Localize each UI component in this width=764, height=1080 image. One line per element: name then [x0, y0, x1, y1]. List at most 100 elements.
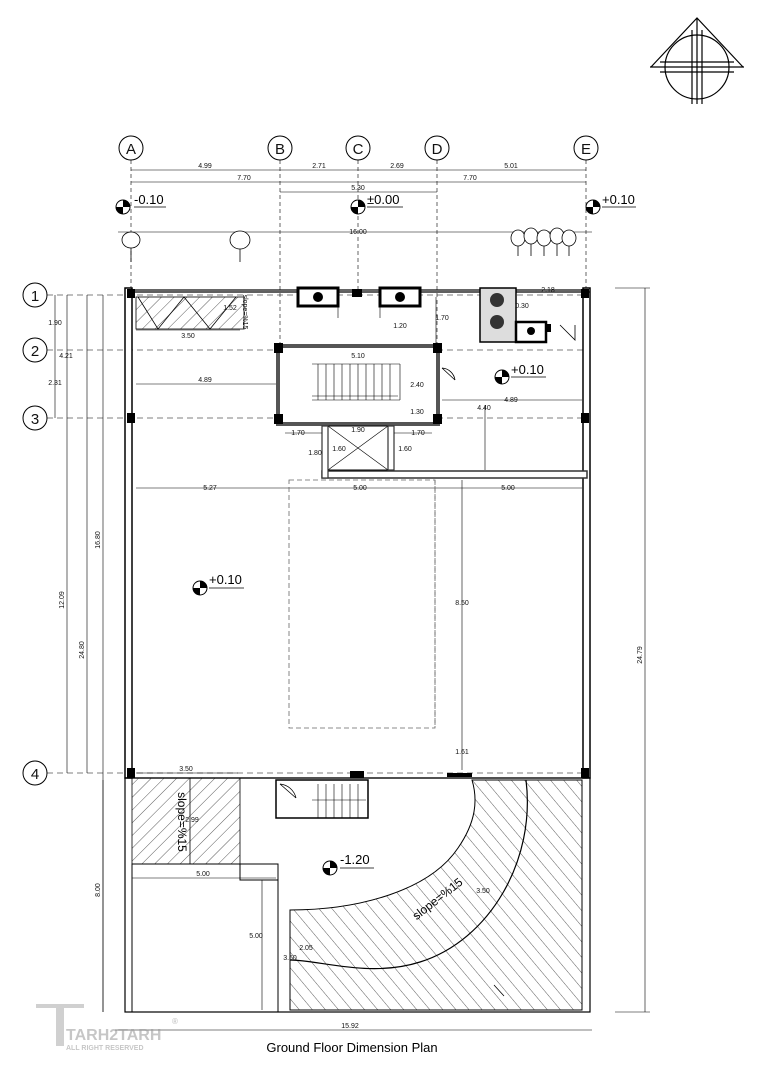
svg-text:1.80: 1.80	[308, 450, 322, 457]
svg-text:1.70: 1.70	[291, 430, 305, 437]
svg-text:4: 4	[31, 766, 39, 783]
svg-text:2.69: 2.69	[390, 163, 404, 170]
svg-text:®: ®	[172, 1017, 178, 1026]
grid-bubble-c: C	[345, 135, 371, 161]
svg-text:+0.10: +0.10	[602, 192, 635, 207]
svg-text:24.80: 24.80	[79, 641, 86, 659]
left-dimensions	[54, 295, 104, 1012]
svg-text:7.70: 7.70	[237, 175, 251, 182]
svg-text:A: A	[126, 141, 136, 158]
grid-bubble-a: A	[118, 135, 144, 161]
svg-text:1.20: 1.20	[393, 323, 407, 330]
svg-text:2: 2	[31, 343, 39, 360]
level-marker-top-left: -0.10	[115, 192, 166, 215]
svg-text:C: C	[353, 141, 364, 158]
left-dimension-labels: 1.90 4.21 2.31 12.09 16.80 24.80 8.00	[48, 320, 102, 897]
hall-upper-left-dimension: 4.89	[136, 377, 276, 385]
svg-text:5.30: 5.30	[351, 185, 365, 192]
stair-core: 5.10 2.40 1.30	[274, 343, 456, 426]
svg-text:B: B	[275, 141, 285, 158]
tree-icons	[121, 227, 577, 262]
svg-text:-1.20: -1.20	[340, 852, 370, 867]
svg-text:1.60: 1.60	[398, 446, 412, 453]
drawing-title: Ground Floor Dimension Plan	[266, 1040, 437, 1055]
svg-text:2.40: 2.40	[410, 382, 424, 389]
svg-text:E: E	[581, 141, 591, 158]
grid-bubble-e: E	[573, 135, 599, 161]
lobby-elevator: 1.70 1.90 1.70 1.80 1.60 1.60	[285, 425, 432, 479]
svg-text:2.99: 2.99	[185, 817, 199, 824]
svg-text:7.70: 7.70	[463, 175, 477, 182]
right-dimension: 24.79	[615, 287, 650, 1013]
svg-text:4.99: 4.99	[198, 163, 212, 170]
svg-text:2.31: 2.31	[48, 380, 62, 387]
level-marker-main-hall: +0.10	[192, 572, 244, 596]
watermark-logo: TARH2TARH ALL RIGHT RESERVED ®	[36, 1004, 178, 1052]
level-marker-basement: -1.20	[322, 852, 374, 876]
level-marker-top-center: ±0.00	[350, 192, 403, 215]
planter-boxes: 1.20 1.70	[296, 286, 449, 345]
svg-text:16.80: 16.80	[95, 531, 102, 549]
svg-text:+0.10: +0.10	[209, 572, 242, 587]
grid-axes-rows: 1 2 3 4	[22, 282, 590, 786]
svg-text:1.90: 1.90	[48, 320, 62, 327]
svg-text:5.01: 5.01	[504, 163, 518, 170]
north-arrow-icon	[650, 17, 744, 104]
svg-text:3.50: 3.50	[476, 888, 490, 895]
svg-text:16.00: 16.00	[349, 229, 367, 236]
svg-text:slope=%15: slope=%15	[175, 792, 189, 852]
svg-text:2.18: 2.18	[541, 287, 555, 294]
svg-text:1.70: 1.70	[435, 315, 449, 322]
main-hall: 5.27 5.00 5.00 8.50 1.61 +0.10	[136, 479, 582, 770]
svg-text:4.21: 4.21	[59, 353, 73, 360]
lower-parking-area: 3.50 2.99 slope=%15 5.00 5.00 slope=%15 …	[124, 766, 591, 1013]
svg-text:1.30: 1.30	[410, 409, 424, 416]
svg-text:1.61: 1.61	[455, 749, 469, 756]
svg-text:4.89: 4.89	[504, 397, 518, 404]
grid-bubble-4: 4	[22, 760, 48, 786]
level-marker-right-room: +0.10	[494, 362, 546, 385]
svg-text:1.90: 1.90	[351, 427, 365, 434]
svg-text:5.27: 5.27	[203, 485, 217, 492]
svg-text:1: 1	[31, 288, 39, 305]
svg-text:±0.00: ±0.00	[367, 192, 399, 207]
svg-text:3: 3	[31, 411, 39, 428]
svg-text:5.00: 5.00	[196, 871, 210, 878]
svg-text:5.00: 5.00	[501, 485, 515, 492]
svg-text:1.60: 1.60	[332, 446, 346, 453]
svg-text:8.50: 8.50	[455, 600, 469, 607]
svg-text:D: D	[432, 141, 443, 158]
top-dimension-labels: 4.99 2.71 2.69 5.01 7.70 7.70 5.30 16.00	[198, 163, 518, 236]
svg-text:1.70: 1.70	[411, 430, 425, 437]
svg-text:+0.10: +0.10	[511, 362, 544, 377]
grid-bubble-b: B	[267, 135, 293, 161]
entry-ramp-top-left: 3.50 1.52 slope=%15	[135, 295, 248, 340]
svg-text:24.79: 24.79	[637, 646, 644, 664]
grid-axes-columns: A B C D E	[118, 135, 599, 345]
service-block-top-right: 2.18 0.30	[479, 287, 580, 344]
grid-bubble-d: D	[424, 135, 450, 161]
svg-text:2.71: 2.71	[312, 163, 326, 170]
svg-text:1.52: 1.52	[223, 305, 237, 312]
level-marker-top-right: +0.10	[585, 192, 636, 215]
svg-text:slope=%15: slope=%15	[241, 295, 248, 330]
grid-bubble-2: 2	[22, 337, 48, 363]
grid-bubble-3: 3	[22, 405, 48, 431]
svg-text:0.30: 0.30	[515, 303, 529, 310]
svg-text:4.40: 4.40	[477, 405, 491, 412]
svg-text:2.05: 2.05	[299, 945, 313, 952]
svg-text:4.89: 4.89	[198, 377, 212, 384]
svg-text:ALL RIGHT RESERVED: ALL RIGHT RESERVED	[66, 1045, 144, 1052]
svg-text:5.00: 5.00	[249, 933, 263, 940]
grid-bubble-1: 1	[22, 282, 48, 308]
svg-text:15.92: 15.92	[341, 1023, 359, 1030]
svg-text:3.50: 3.50	[179, 766, 193, 773]
svg-text:12.09: 12.09	[59, 591, 66, 609]
svg-text:3.50: 3.50	[283, 955, 297, 962]
svg-text:5.00: 5.00	[353, 485, 367, 492]
svg-text:TARH2TARH: TARH2TARH	[66, 1027, 161, 1044]
svg-text:-0.10: -0.10	[134, 192, 164, 207]
bottom-dimension: 15.92	[115, 1023, 592, 1031]
svg-text:8.00: 8.00	[95, 883, 102, 897]
